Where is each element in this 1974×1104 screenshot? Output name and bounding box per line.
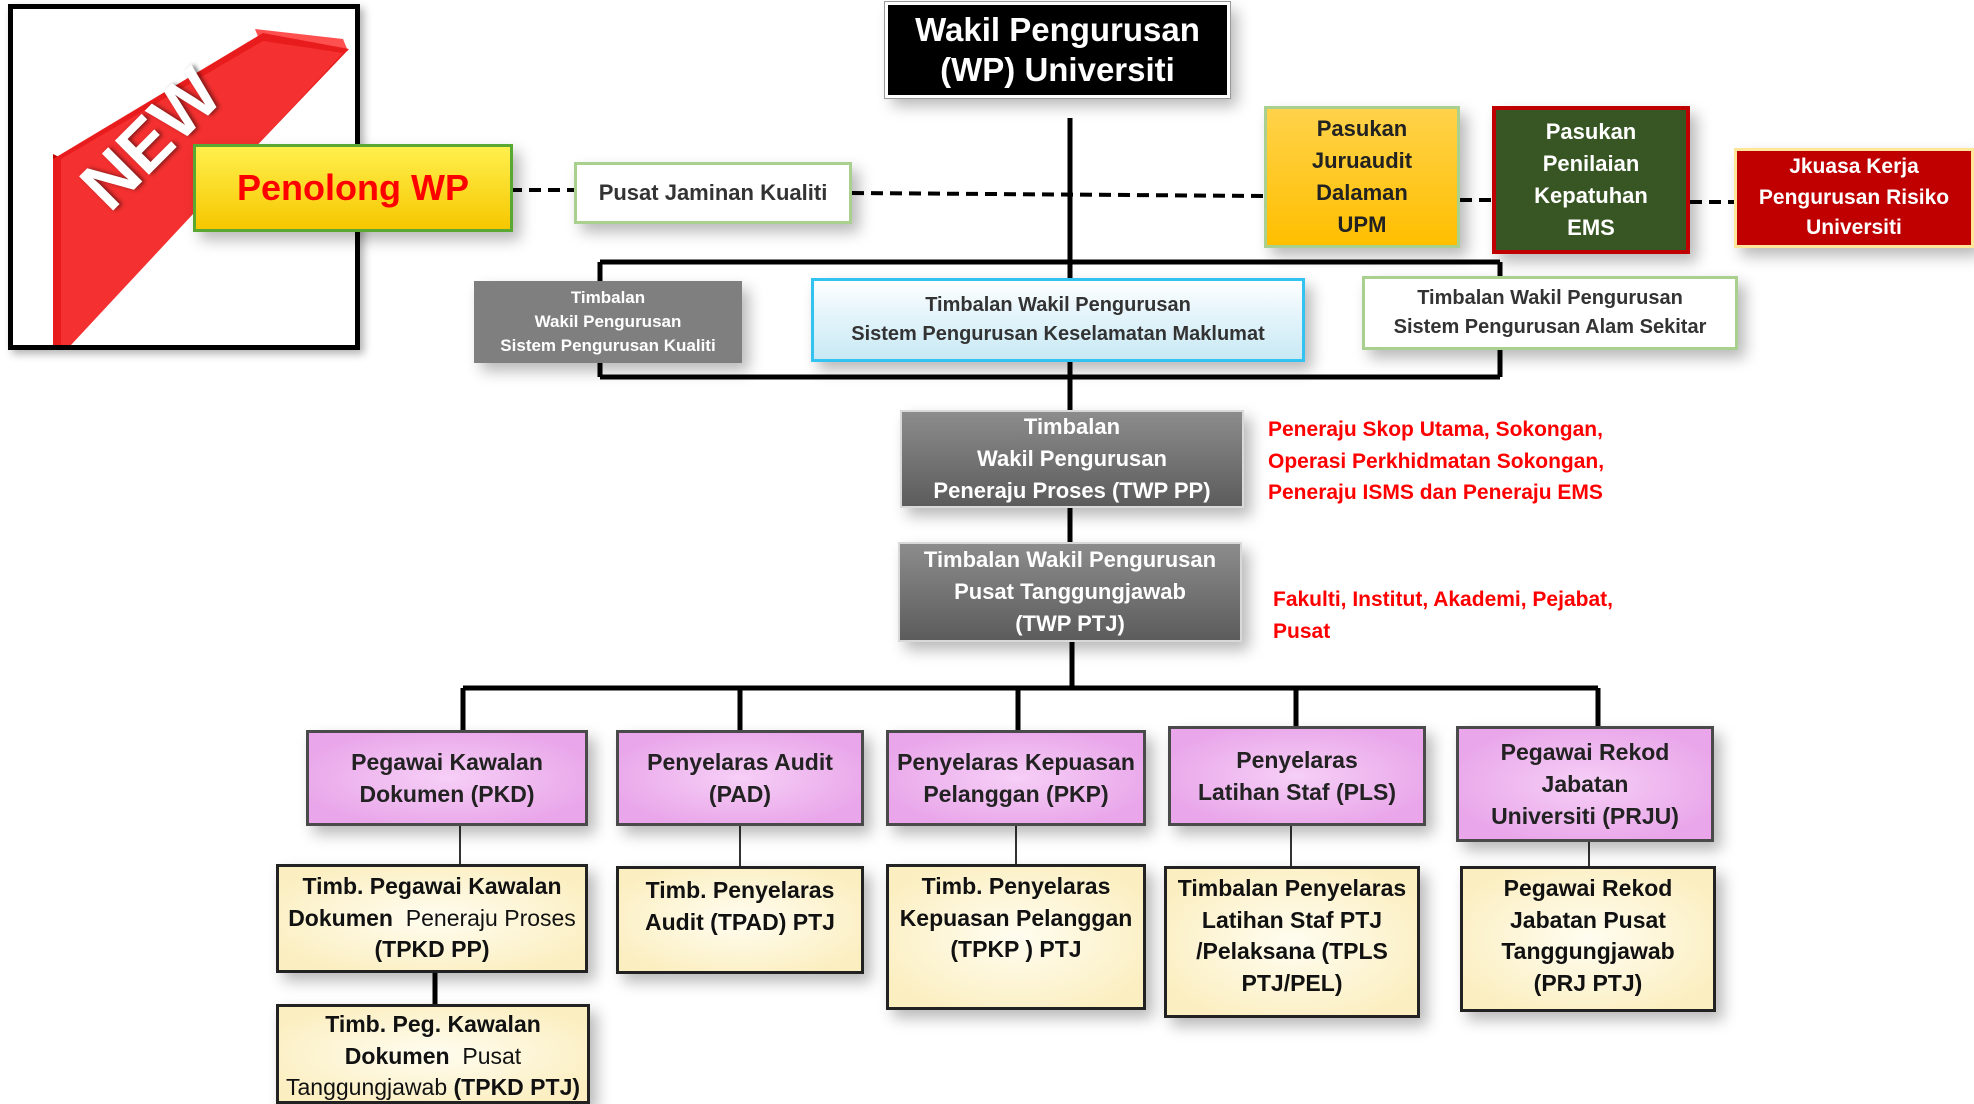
tpkd-pp-line2: Dokumen Peneraju Proses <box>288 903 576 935</box>
wakil-pengurusan-line2: (WP) Universiti <box>940 51 1175 88</box>
pasukan-penilaian-line2: Penilaian <box>1542 151 1640 177</box>
twp-ptj-line1: Timbalan Wakil Pengurusan <box>923 547 1217 573</box>
tpkd-pp-line1: Timb. Pegawai Kawalan <box>302 872 562 899</box>
pad-box: Penyelaras Audit (PAD) <box>616 730 864 826</box>
tpkd-pp-line2-bold: Dokumen <box>288 904 393 931</box>
twp-ptj-box: Timbalan Wakil Pengurusan Pusat Tanggung… <box>898 542 1242 642</box>
tpls-line3: /Pelaksana (TPLS <box>1196 938 1388 965</box>
timbalan-alam-sekitar-box: Timbalan Wakil Pengurusan Sistem Penguru… <box>1362 276 1738 350</box>
tpkp-box: Timb. Penyelaras Kepuasan Pelanggan (TPK… <box>886 864 1146 1010</box>
timbalan-spk-line1: Timbalan <box>570 288 646 308</box>
pasukan-juruaudit-line3: Dalaman <box>1316 180 1408 205</box>
tpls-line4: PTJ/PEL) <box>1241 970 1343 997</box>
twp-ptj-note-line1: Fakulti, Institut, Akademi, Pejabat, <box>1273 588 1613 611</box>
tpkd-ptj-line3-bold: (TPKD PTJ) <box>453 1074 581 1101</box>
wakil-pengurusan-line1: Wakil Pengurusan <box>915 11 1200 49</box>
pasukan-juruaudit-line2: Juruaudit <box>1311 148 1413 174</box>
jkuasa-kerja-box: Jkuasa Kerja Pengurusan Risiko Universit… <box>1734 148 1974 248</box>
tpkd-ptj-line2-normal: Pusat <box>462 1042 522 1069</box>
pad-line1: Penyelaras Audit <box>647 748 833 775</box>
prj-line1: Pegawai Rekod <box>1503 875 1673 901</box>
pkp-box: Penyelaras Kepuasan Pelanggan (PKP) <box>886 730 1146 826</box>
tpkd-pp-line3: (TPKD PP) <box>374 936 490 963</box>
tpkp-line1: Timb. Penyelaras <box>921 873 1111 899</box>
tpkd-ptj-line2: Dokumen Pusat <box>345 1041 521 1073</box>
pad-line2: (PAD) <box>708 781 772 807</box>
pusat-jaminan-kualiti-label: Pusat Jaminan Kualiti <box>598 179 828 205</box>
tpkp-line3: (TPKP ) PTJ <box>950 936 1082 963</box>
prj-line2: Jabatan Pusat <box>1510 906 1666 933</box>
tpkd-pp-box: Timb. Pegawai Kawalan Dokumen Peneraju P… <box>276 864 588 973</box>
pasukan-penilaian-line1: Pasukan <box>1545 119 1637 145</box>
twp-pp-line2: Wakil Pengurusan <box>977 446 1167 472</box>
prj-line3: Tanggungjawab <box>1501 938 1675 965</box>
pasukan-juruaudit-box: Pasukan Juruaudit Dalaman UPM <box>1264 106 1460 248</box>
pls-line2: Latihan Staf (PLS) <box>1197 779 1397 805</box>
tpkd-ptj-line1: Timb. Peg. Kawalan <box>325 1011 541 1037</box>
pkp-line2: Pelanggan (PKP) <box>923 781 1109 807</box>
tpls-line2: Latihan Staf PTJ <box>1201 906 1383 933</box>
timbalan-alam-line1: Timbalan Wakil Pengurusan <box>1417 287 1683 309</box>
penolong-wp-box: Penolong WP <box>193 144 513 232</box>
tpkd-pp-line2-normal: Peneraju Proses <box>405 904 576 931</box>
timbalan-maklumat-line2: Sistem Pengurusan Keselamatan Maklumat <box>851 323 1265 345</box>
tpls-line1: Timbalan Penyelaras <box>1177 875 1407 901</box>
twp-pp-box: Timbalan Wakil Pengurusan Peneraju Prose… <box>900 410 1244 508</box>
pasukan-penilaian-line3: Kepatuhan <box>1534 183 1648 208</box>
twp-pp-line1: Timbalan <box>1023 414 1121 440</box>
twp-pp-note-line2: Operasi Perkhidmatan Sokongan, <box>1268 449 1605 473</box>
twp-pp-line3: Peneraju Proses (TWP PP) <box>933 477 1211 503</box>
prju-line1: Pegawai Rekod <box>1500 738 1670 765</box>
jkuasa-kerja-line3: Universiti <box>1806 216 1902 240</box>
twp-pp-note-line3: Peneraju ISMS dan Peneraju EMS <box>1268 481 1603 504</box>
twp-pp-note-line1: Peneraju Skop Utama, Sokongan, <box>1268 418 1603 441</box>
prj-ptj-box: Pegawai Rekod Jabatan Pusat Tanggungjawa… <box>1460 866 1716 1012</box>
pls-line1: Penyelaras <box>1236 746 1358 773</box>
timbalan-spk-line2: Wakil Pengurusan <box>534 312 682 332</box>
pls-box: Penyelaras Latihan Staf (PLS) <box>1168 726 1426 826</box>
prju-line3: Universiti (PRJU) <box>1491 803 1679 830</box>
pasukan-juruaudit-line4: UPM <box>1337 211 1387 237</box>
tpad-line2: Audit (TPAD) PTJ <box>645 908 835 935</box>
pkp-line1: Penyelaras Kepuasan <box>897 748 1135 775</box>
timbalan-spk-line3: Sistem Pengurusan Kualiti <box>500 335 716 355</box>
timbalan-alam-line2: Sistem Pengurusan Alam Sekitar <box>1393 316 1707 338</box>
pusat-jaminan-kualiti-box: Pusat Jaminan Kualiti <box>574 162 852 224</box>
tpkd-ptj-line3: Tanggungjawab (TPKD PTJ) <box>286 1072 580 1104</box>
twp-ptj-line2: Pusat Tanggungjawab <box>954 579 1186 605</box>
twp-ptj-note: Fakulti, Institut, Akademi, Pejabat, Pus… <box>1273 584 1613 647</box>
pasukan-juruaudit-line1: Pasukan <box>1316 116 1408 142</box>
timbalan-sistem-pengurusan-kualiti-box: Timbalan Wakil Pengurusan Sistem Penguru… <box>474 281 742 363</box>
tpkp-line2: Kepuasan Pelanggan <box>899 904 1133 931</box>
timbalan-keselamatan-maklumat-box: Timbalan Wakil Pengurusan Sistem Penguru… <box>811 278 1305 362</box>
twp-ptj-note-line2: Pusat <box>1273 619 1331 643</box>
jkuasa-kerja-line1: Jkuasa Kerja <box>1789 155 1919 179</box>
timbalan-maklumat-line1: Timbalan Wakil Pengurusan <box>925 294 1191 316</box>
penolong-wp-label: Penolong WP <box>237 167 469 209</box>
tpkd-ptj-box: Timb. Peg. Kawalan Dokumen Pusat Tanggun… <box>276 1004 590 1104</box>
tpkd-ptj-line3-normal: Tanggungjawab <box>285 1074 448 1101</box>
tpad-line1: Timb. Penyelaras <box>645 877 835 903</box>
pasukan-penilaian-box: Pasukan Penilaian Kepatuhan EMS <box>1492 106 1690 254</box>
tpkd-ptj-line2-bold: Dokumen <box>344 1042 450 1069</box>
pasukan-penilaian-line4: EMS <box>1567 214 1615 240</box>
twp-pp-note: Peneraju Skop Utama, Sokongan, Operasi P… <box>1268 414 1604 509</box>
prju-box: Pegawai Rekod Jabatan Universiti (PRJU) <box>1456 726 1714 842</box>
tpad-box: Timb. Penyelaras Audit (TPAD) PTJ <box>616 866 864 974</box>
tpls-box: Timbalan Penyelaras Latihan Staf PTJ /Pe… <box>1164 866 1420 1018</box>
wakil-pengurusan-box: Wakil Pengurusan (WP) Universiti <box>884 1 1231 99</box>
pkd-box: Pegawai Kawalan Dokumen (PKD) <box>306 730 588 826</box>
pkd-line2: Dokumen (PKD) <box>359 781 535 807</box>
prj-line4: (PRJ PTJ) <box>1533 970 1643 997</box>
jkuasa-kerja-line2: Pengurusan Risiko <box>1758 185 1950 209</box>
pkd-line1: Pegawai Kawalan <box>351 748 543 775</box>
twp-ptj-line3: (TWP PTJ) <box>1015 610 1125 636</box>
prju-line2: Jabatan <box>1541 770 1629 797</box>
